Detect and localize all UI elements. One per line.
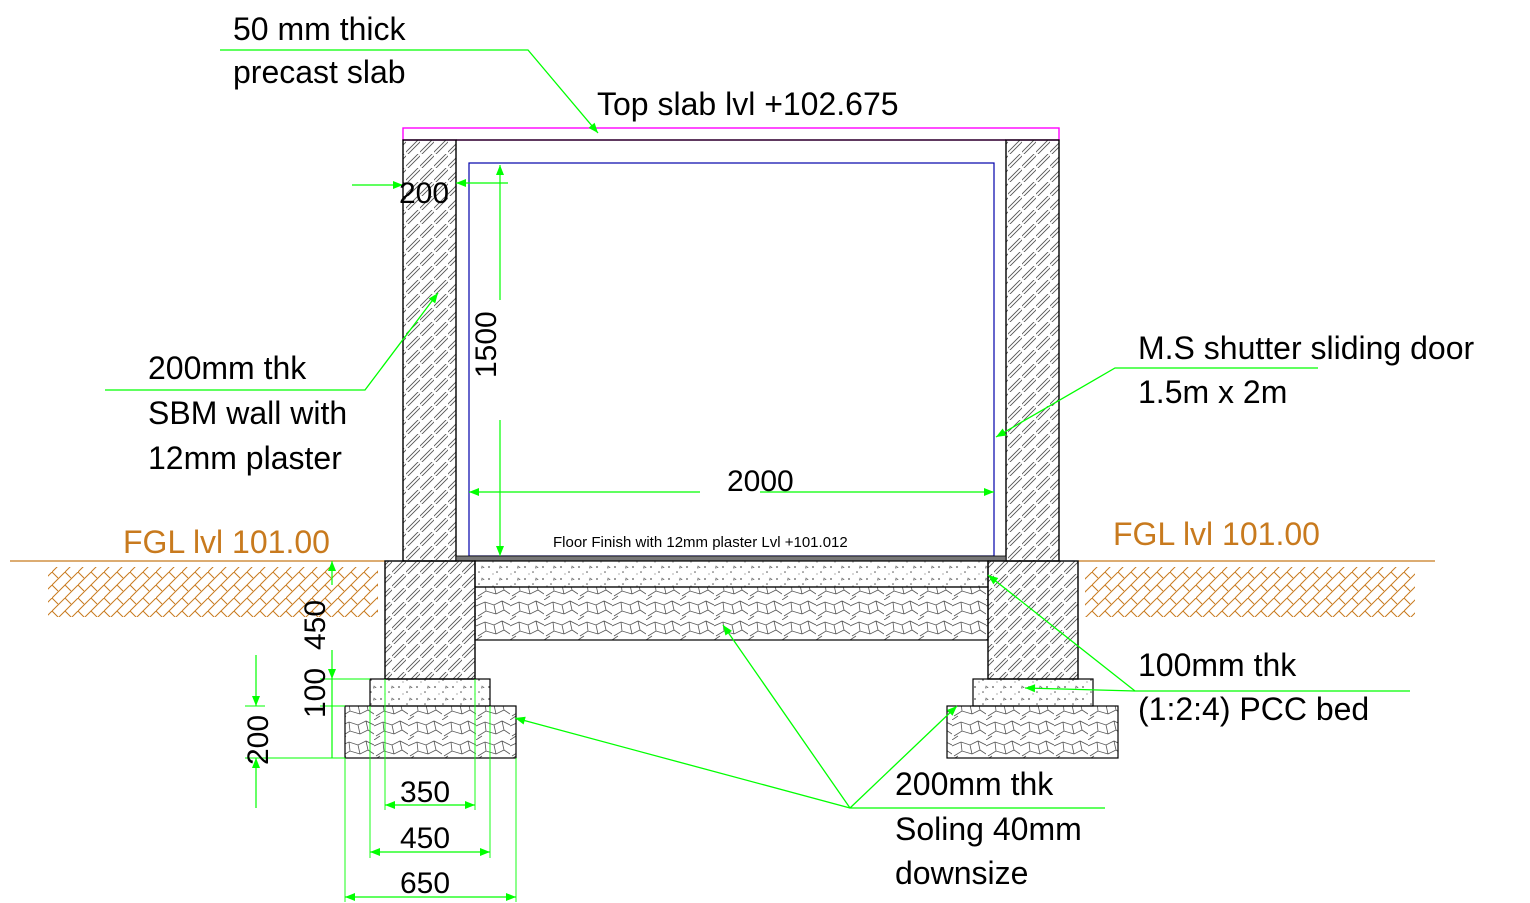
right-wall	[1005, 139, 1060, 562]
right-soling	[946, 705, 1119, 759]
dim-soling-thickness: 200	[242, 715, 275, 765]
wall-label-1: 200mm thk	[148, 350, 307, 386]
leader-door	[995, 367, 1318, 438]
precast-slab-label-1: 50 mm thick	[233, 11, 406, 47]
left-footing-wall	[384, 560, 476, 680]
dim-pcc-thickness: 100	[299, 668, 332, 718]
dim-width-350: 350	[400, 776, 450, 809]
soling-label-1: 200mm thk	[895, 766, 1054, 802]
soling-label-2: Soling 40mm	[895, 811, 1082, 847]
leader-lines	[105, 49, 1410, 809]
leader-precast-slab	[220, 49, 599, 134]
floor-finish-strip	[455, 555, 1007, 562]
dim-width-650: 650	[400, 867, 450, 900]
fgl-right-label: FGL lvl 101.00	[1113, 516, 1320, 552]
earth-hatch-left	[48, 567, 378, 617]
door-label-2: 1.5m x 2m	[1138, 374, 1287, 410]
leader-wall	[105, 292, 439, 391]
leader-soling-left	[514, 716, 851, 809]
left-pcc-bed	[369, 678, 491, 707]
dimension-lines	[245, 165, 994, 902]
door-label-1: M.S shutter sliding door	[1138, 330, 1475, 366]
pcc-label-1: 100mm thk	[1138, 647, 1297, 683]
annotations: 50 mm thick precast slab Top slab lvl +1…	[123, 11, 1475, 900]
dim-opening-width: 2000	[727, 465, 794, 498]
soling-label-3: downsize	[895, 855, 1028, 891]
floor-soling	[474, 586, 989, 641]
sliding-door	[455, 162, 1007, 562]
dim-footing-depth: 450	[299, 600, 332, 650]
fgl-left-label: FGL lvl 101.00	[123, 524, 330, 560]
foundation	[344, 560, 1119, 759]
pcc-label-2: (1:2:4) PCC bed	[1138, 691, 1369, 727]
floor-finish-label: Floor Finish with 12mm plaster Lvl +101.…	[553, 534, 848, 551]
earth-hatch-right	[1085, 567, 1415, 617]
dim-wall-thickness: 200	[399, 177, 449, 210]
right-pcc-bed	[972, 678, 1094, 707]
dim-opening-height: 1500	[470, 311, 503, 378]
dim-width-450: 450	[400, 822, 450, 855]
left-wall	[402, 139, 457, 562]
left-soling	[344, 705, 517, 759]
leader-pcc-bed	[1024, 684, 1136, 693]
wall-label-3: 12mm plaster	[148, 440, 342, 476]
precast-slab-label-2: precast slab	[233, 54, 406, 90]
walls	[402, 139, 1060, 562]
ground	[10, 560, 1435, 617]
precast-slab	[402, 127, 1060, 141]
right-footing-wall	[987, 560, 1079, 680]
floor-pcc	[474, 560, 989, 588]
wall-label-2: SBM wall with	[148, 395, 347, 431]
leader-soling-right	[849, 705, 958, 809]
top-slab-level-label: Top slab lvl +102.675	[597, 86, 899, 122]
